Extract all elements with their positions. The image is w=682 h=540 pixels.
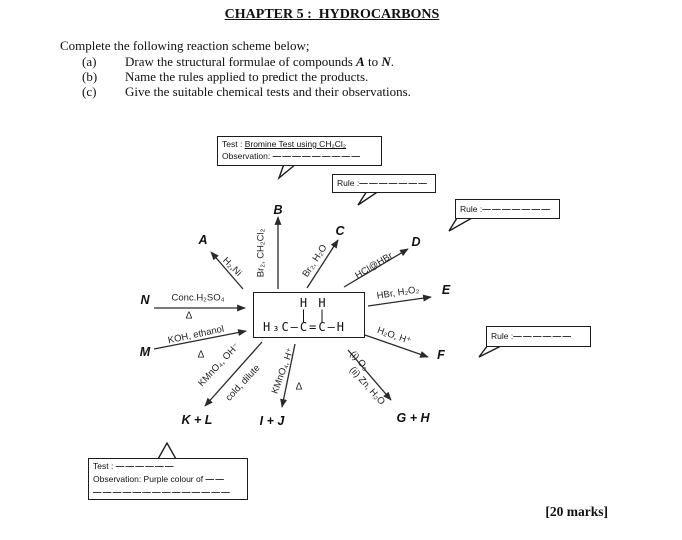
rule2-blank: — — — — — — — [482,203,550,214]
compound-ref-a: A [356,54,365,69]
compound-letter-b: B [273,203,283,217]
arrow-to-c [306,239,339,289]
list-item-b: Name the rules applied to predict the pr… [125,69,369,84]
bromine-observation-line: Observation: — — — — — — — — — [222,150,377,162]
marks-total: [20 marks] [545,504,608,519]
compound-letter-e: E [441,283,451,297]
arrow-to-g-h [347,349,392,401]
delta-heat-icon-m: Δ [197,349,205,361]
list-label-c: (c) [82,84,97,99]
bottom-observation-label: Observation: Purple colour of [93,473,206,484]
item-a-pre: Draw the structural formulae of compound… [125,54,357,69]
page-title: CHAPTER 5 : HYDROCARBONS [224,7,440,22]
compound-ref-n: N [381,54,391,69]
list-item-c: Give the suitable chemical tests and the… [125,84,411,99]
list-label-b: (b) [82,69,98,84]
instruction-lead: Complete the following reaction scheme b… [60,38,310,53]
bromine-observation-label: Observation: [222,151,273,162]
rule1-callout: Rule : — — — — — — — [332,174,436,193]
bromine-test-callout: Test : Bromine Test using CH₂Cl₂ Observa… [217,136,382,166]
arrow-to-i-j [280,343,296,408]
callout-tail-rule1 [357,190,382,206]
formula-row-backbone: H₃C—C=C—H [263,320,347,334]
list-label-a: (a) [82,54,97,69]
bottom-test-label: Test : [93,461,116,471]
compound-letter-n: N [140,293,150,307]
reagent-label-n: Conc.H₂SO₄ [171,292,225,304]
arrow-to-f [361,333,429,358]
bottom-observation-line: Observation: Purple colour of — — [93,473,243,486]
compound-letters-g-h: G + H [396,411,430,425]
arrow-to-d [343,248,409,288]
rule2-callout: Rule : — — — — — — — [455,199,560,219]
compound-letter-c: C [335,224,345,238]
bottom-test-line: Test : — — — — — — [93,460,243,473]
callout-tail-bromine [277,163,298,181]
compound-letter-d: D [411,235,421,249]
rule1-blank: — — — — — — — [359,178,427,189]
list-item-a: Draw the structural formulae of compound… [125,54,394,70]
bromine-observation-blank: — — — — — — — — — [272,151,360,162]
rule3-blank: — — — — — — [513,331,571,342]
formula-row-bonds: | | [263,308,328,322]
central-compound-box: H H | | H₃C—C=C—H [253,292,365,338]
arrow-to-k-l [204,341,263,407]
compound-letter-m: M [139,345,151,359]
delta-heat-icon-ij: Δ [295,381,303,393]
arrow-to-a [210,251,244,290]
callout-tail-bottom-test [156,441,178,460]
compound-letter-a: A [198,233,208,247]
rule3-label: Rule : [491,331,514,342]
formula-row-hydrogens: H H [263,296,328,310]
compound-letter-f: F [437,348,445,362]
compound-letters-i-j: I + J [259,414,285,428]
item-a-mid: to [364,54,382,69]
callout-tail-rule2 [448,217,475,232]
rule1-label: Rule : [337,178,360,189]
item-a-post: . [390,54,394,69]
rule2-label: Rule : [460,203,483,214]
bromine-test-label: Test : [222,139,245,149]
reagent-label-b: Br₂, CH₂Cl₂ [255,228,267,278]
bottom-blank-line: — — — — — — — — — — — — — — [93,486,230,497]
delta-heat-icon-n: Δ [185,310,193,322]
bottom-observation-blank: — — [205,473,224,484]
bromine-test-line: Test : Bromine Test using CH₂Cl₂ [222,138,377,150]
compound-letters-k-l: K + L [181,413,213,427]
bromine-test-value: Bromine Test using CH₂Cl₂ [244,139,347,149]
bottom-test-blank: — — — — — — [115,461,174,471]
arrow-from-m [153,329,247,350]
rule3-callout: Rule : — — — — — — [486,326,591,347]
bottom-test-callout: Test : — — — — — — Observation: Purple c… [88,458,248,500]
arrow-to-e [367,294,432,307]
